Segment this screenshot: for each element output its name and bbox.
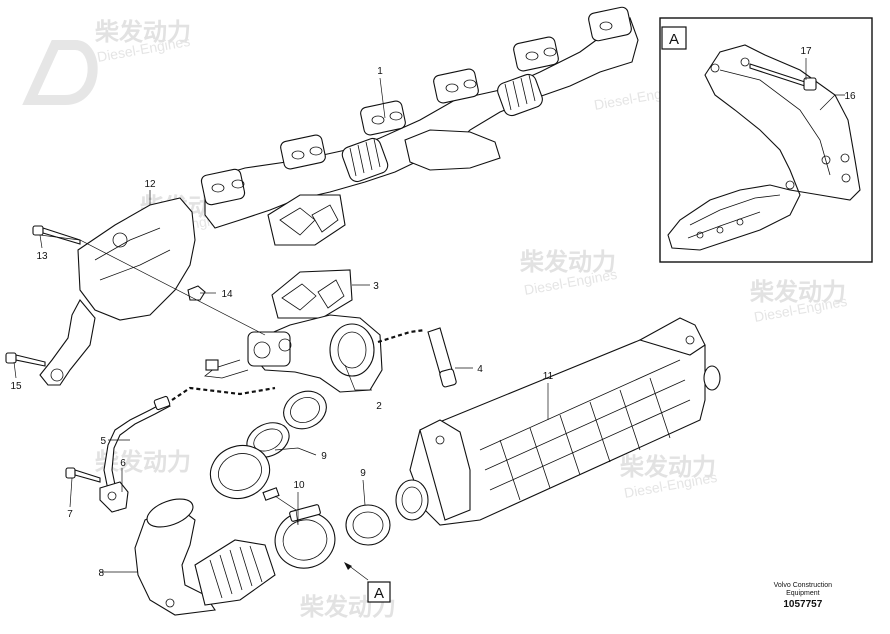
manifold-gaskets [267, 194, 353, 319]
callout-17: 17 [800, 46, 812, 57]
gasket-9-upper [283, 390, 327, 430]
callout-9-a: 9 [321, 451, 327, 462]
drawing-footer: Volvo Construction Equipment 1057757 [774, 582, 832, 611]
footer-company-line1: Volvo Construction [773, 582, 832, 589]
detail-box-label: A [669, 31, 679, 48]
callout-8: 8 [98, 568, 104, 579]
callout-5: 5 [100, 436, 106, 447]
watermark-logo [22, 40, 98, 105]
callout-labels: 1 2 3 4 5 6 7 8 9 9 10 11 12 13 14 15 16… [10, 46, 856, 579]
watermark-cn-3: 柴发动力 [519, 248, 616, 276]
sensor [427, 327, 457, 388]
exhaust-manifold [200, 6, 639, 229]
v-band-clamp-10 [209, 444, 280, 501]
callout-6: 6 [120, 458, 126, 469]
callout-15: 15 [10, 381, 22, 392]
leader-lines [13, 58, 845, 573]
callout-7: 7 [67, 509, 73, 520]
view-marker-label: A [374, 585, 384, 602]
callout-1: 1 [377, 66, 383, 77]
callout-16: 16 [844, 91, 856, 102]
manifold-bellows-2 [497, 73, 543, 117]
footer-drawing-number: 1057757 [783, 599, 823, 610]
harness-dashed-2 [171, 386, 276, 401]
callout-11: 11 [543, 371, 554, 382]
view-marker-a: A [344, 562, 391, 603]
callout-2: 2 [376, 401, 382, 412]
gasket-9-lower [345, 504, 391, 546]
watermark-cn-4: 柴发动力 [749, 278, 846, 306]
callout-12: 12 [144, 179, 156, 190]
callout-13: 13 [36, 251, 48, 262]
footer-company-line2: Equipment [786, 590, 820, 597]
heat-shield [39, 197, 196, 386]
callout-14: 14 [221, 289, 233, 300]
callout-10: 10 [293, 480, 305, 491]
bolt-7 [65, 467, 101, 483]
callout-9-b: 9 [360, 468, 366, 479]
v-band-clamp-lower [274, 504, 336, 569]
manifold-bellows-1 [341, 137, 389, 183]
pipe-bracket [99, 481, 129, 513]
callout-4: 4 [477, 364, 483, 375]
nut-14 [187, 285, 206, 301]
harness-dashed-1 [377, 328, 426, 344]
bolt-17 [749, 63, 817, 91]
callout-3: 3 [373, 281, 379, 292]
bolt-13 [32, 225, 81, 245]
watermark-cn-1: 柴发动力 [94, 18, 191, 46]
egr-cooler [395, 317, 721, 526]
bracket-16 [667, 44, 861, 251]
bolt-15 [5, 352, 46, 367]
elbow-pipe [134, 498, 276, 616]
watermark-cn-5: 柴发动力 [619, 453, 716, 481]
egr-valve-housing [204, 314, 383, 393]
detail-box-a: A [659, 17, 873, 263]
